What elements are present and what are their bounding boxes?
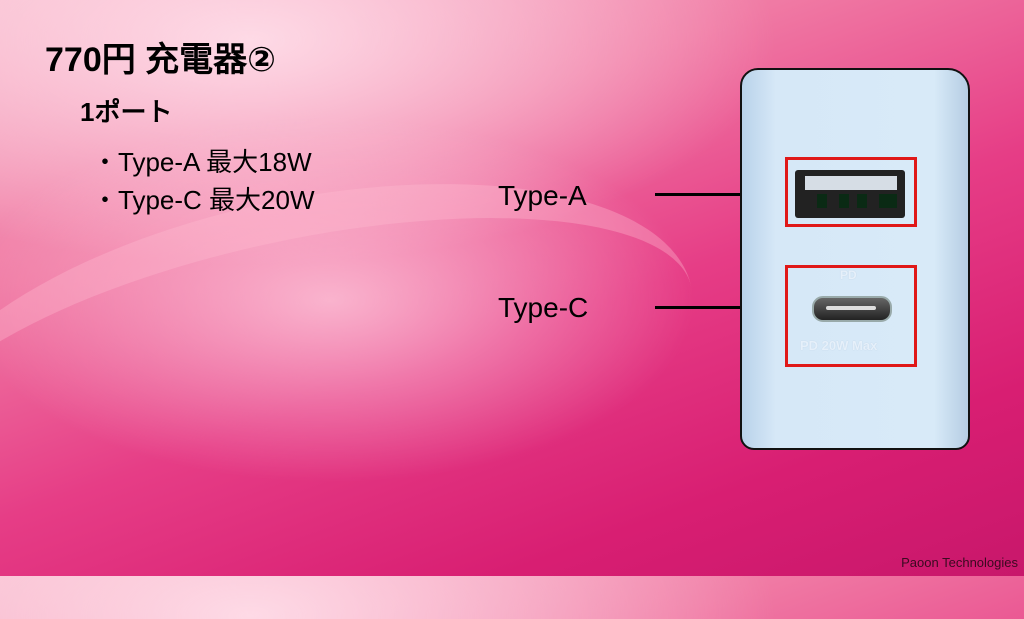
label-type-a: Type-A	[498, 180, 587, 211]
bullet-type-a: ・Type-A 最大18W	[92, 147, 312, 177]
usb-a-port	[795, 170, 905, 218]
highlight-box-type-a	[785, 157, 917, 227]
pd-mark: PD	[840, 268, 857, 282]
charger-photo	[740, 68, 970, 450]
bullet-type-c: ・Type-C 最大20W	[92, 185, 315, 215]
label-type-c: Type-C	[498, 292, 589, 323]
highlight-box-type-c	[785, 265, 917, 367]
footer-credit: Paoon Technologies	[901, 555, 1018, 570]
slide-subtitle: 1ポート	[80, 97, 173, 127]
rating-text: PD 20W Max	[800, 338, 878, 353]
usb-c-port	[812, 296, 892, 322]
slide-title: 770円 充電器②	[45, 41, 276, 79]
